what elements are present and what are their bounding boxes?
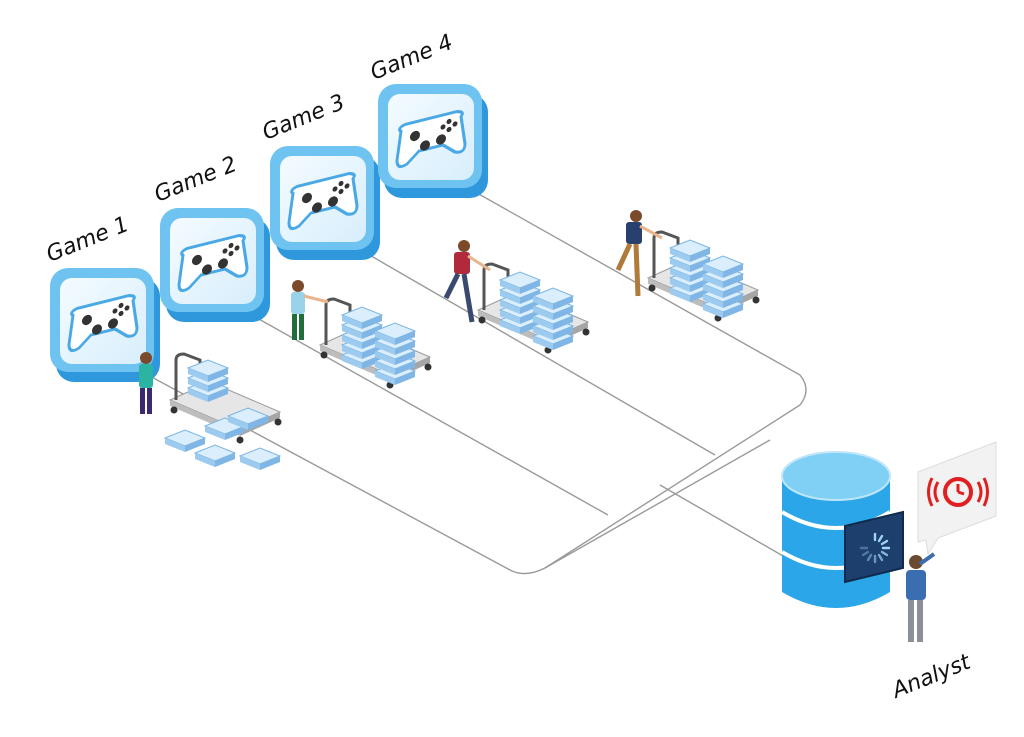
loading-spinner-icon [859, 532, 891, 564]
gamepad-icon [376, 82, 490, 200]
connector-to-database [659, 484, 791, 561]
worker-game-1 [139, 352, 153, 414]
alert-bubble [917, 441, 997, 556]
worker-game-2 [291, 280, 329, 340]
connector-game-4 [444, 174, 807, 569]
game-label-3: Game 3 [259, 90, 349, 146]
gamepad-icon [268, 144, 382, 262]
cart-game-3 [476, 262, 591, 355]
game-label-4: Game 4 [367, 30, 457, 86]
game-tile-3 [268, 144, 382, 262]
gamepad-icon [158, 206, 272, 324]
connector-game-2 [224, 299, 609, 516]
loading-screen [844, 510, 904, 584]
worker-game-4 [615, 210, 663, 297]
alarm-clock-icon [927, 477, 989, 507]
cart-game-2 [318, 297, 433, 390]
connector-game-3 [334, 234, 716, 456]
game-label-2: Game 2 [151, 152, 241, 208]
worker-game-3 [443, 240, 491, 323]
analyst-label: Analyst [887, 649, 975, 704]
cart-game-4 [646, 230, 761, 323]
analyst-person [906, 552, 936, 642]
connector-game-1 [119, 359, 771, 575]
game-tile-2 [158, 206, 272, 324]
connector-lines [119, 174, 807, 575]
game-tile-4 [376, 82, 490, 200]
game-label-1: Game 1 [43, 212, 133, 268]
